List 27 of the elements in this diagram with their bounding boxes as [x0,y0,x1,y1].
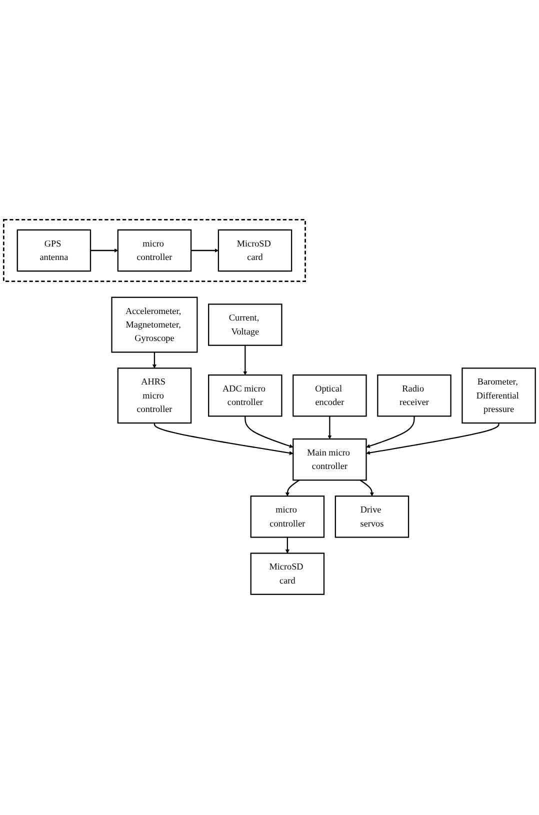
arrow [366,424,500,456]
arrow [360,480,374,497]
arrow [243,346,248,376]
node-box: Main micro controller [292,438,367,482]
arrow [191,248,219,253]
arrow [154,424,294,456]
arrow [152,352,156,369]
node-box: MicroSD card [250,553,325,596]
node-box: AHRS micro controller [117,368,192,424]
node-box: micro controller [250,496,325,538]
arrow [285,538,290,554]
arrow [90,248,118,253]
node-box: MicroSD card [218,230,292,272]
node-box: micro controller [117,230,192,272]
arrow [285,480,300,497]
node-box: Radio receiver [377,374,452,418]
node-box: Barometer, Differential pressure [462,368,536,424]
arrow [366,416,415,448]
node-box: Accelerometer, Magnetometer, Gyroscope [111,297,198,354]
node-box: GPS antenna [16,230,92,272]
arrow [328,416,332,440]
arrow [244,416,294,448]
cluster [2,219,306,283]
node-box: Optical encoder [292,374,367,418]
node-box: Drive servos [334,496,410,538]
node-box: ADC micro controller [208,374,282,418]
node-box: Current, Voltage [208,304,282,346]
